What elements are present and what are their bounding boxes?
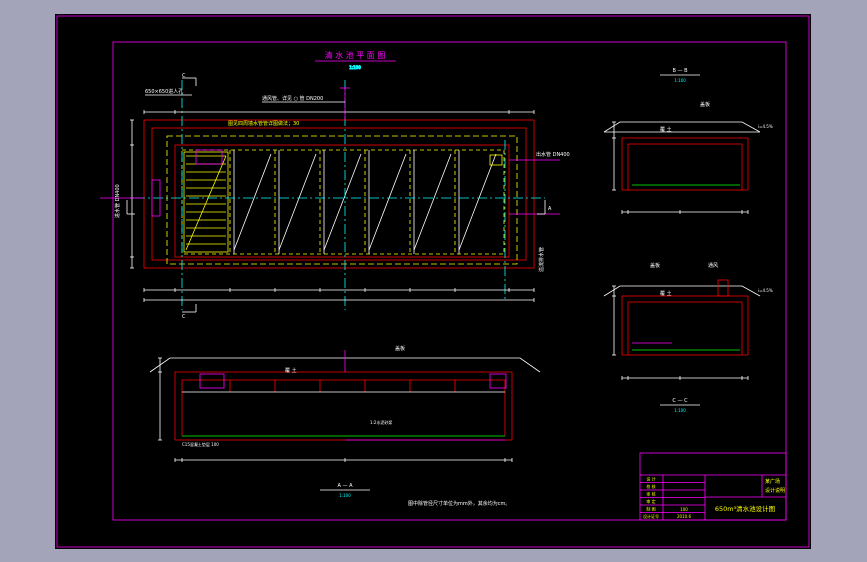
flow-diagonals — [233, 153, 497, 251]
section-c-walls — [621, 295, 749, 355]
tb-row-label-3: 审 定 — [646, 498, 655, 504]
hatch-panel — [183, 151, 229, 253]
diagonal-3 — [368, 153, 407, 251]
label-outlet: 出水管 DN400 — [536, 151, 570, 158]
diagonal-2 — [323, 153, 362, 251]
section-a-guide-walls — [182, 380, 505, 393]
title-block-drawing-name: 650m³清水池设计图 — [715, 504, 775, 513]
section-a-title: A — A — [337, 483, 353, 489]
section-c-cover: 盖板 — [650, 262, 660, 269]
section-c-pipe-label: 通风 — [708, 262, 718, 269]
svg-text:A: A — [548, 206, 552, 212]
plan-view: 清 水 池 平 面 图 1:100 — [100, 50, 570, 320]
plan-outlet-well — [489, 154, 503, 166]
guide-walls — [229, 150, 460, 254]
label-overflow: 溢流排水管 — [538, 247, 545, 272]
label-inlet-size: 650×650进人孔 — [145, 88, 183, 95]
section-a-mid: 1:2水泥砂浆 — [370, 419, 392, 425]
title-block-frame — [639, 452, 787, 521]
hatch-diagonal — [185, 155, 227, 251]
tb-row-label-0: 设 计 — [646, 476, 655, 482]
plan-left-box — [151, 179, 161, 217]
section-c-roof — [603, 285, 761, 297]
label-inlet: 进水管 DN400 — [114, 184, 121, 218]
section-c-slope: i=4.5% — [758, 288, 773, 293]
section-b-dims — [612, 121, 749, 214]
section-c-walls-inner — [627, 301, 743, 355]
inner-frame — [112, 41, 787, 521]
plan-dim-top — [143, 110, 535, 114]
section-c-view: 覆 土 盖板 通风 i=4.5% C — C 1:100 — [603, 262, 773, 413]
section-a-floor-label: C15混凝土垫层 100 — [182, 441, 219, 447]
plan-dashed-outer — [166, 135, 518, 265]
section-b-view: B — B 1:100 覆 土 盖板 i=4.5% — [603, 68, 773, 214]
label-vent-pipe: 通风管、详见 ○ 管 DN200 — [262, 95, 323, 102]
section-c-scale: 1:100 — [674, 408, 686, 413]
plan-inlet-hatch — [195, 149, 223, 165]
section-b-top: 覆 土 — [660, 126, 672, 133]
svg-text:C: C — [182, 314, 186, 320]
diagonal-5 — [458, 153, 497, 251]
section-a-outlet — [489, 373, 507, 389]
title-block-company-1: 某广场 — [765, 478, 780, 485]
diagonal-4 — [413, 153, 452, 251]
diagonal-0 — [233, 153, 272, 251]
section-b-cover: 盖板 — [700, 101, 710, 108]
section-a-cover: 盖板 — [395, 345, 405, 352]
title-block-company-2: 设计说明 — [765, 487, 785, 494]
section-c-title: C — C — [672, 398, 688, 404]
label-guide-wall-note: 图见四周墙水管管详图做法；30 — [228, 120, 299, 127]
section-a-hatch — [199, 373, 225, 389]
section-mark-a-left — [126, 200, 135, 215]
tb-row-label-4: 制 图 — [646, 506, 655, 512]
section-b-roof — [603, 121, 761, 133]
section-b-scale: 1:100 — [674, 78, 686, 83]
section-c-dims — [612, 285, 749, 380]
plan-title: 清 水 池 平 面 图 — [325, 50, 386, 60]
section-mark-c-bottom: C — [182, 304, 197, 320]
section-a-top: 覆 土 — [285, 367, 297, 374]
section-a-view: 覆 土 盖板 1:2水泥砂浆 C15混凝土垫层 100 A — A 1:100 … — [149, 345, 541, 507]
section-b-slope: i=4.5% — [758, 124, 773, 129]
section-a-walls-inner — [181, 379, 506, 436]
section-a-scale: 1:100 — [339, 493, 351, 498]
section-c-top: 覆 土 — [660, 290, 672, 297]
tb-row-label-2: 审 核 — [646, 491, 655, 497]
title-block-value-1: 100 — [680, 507, 688, 512]
left-hatch — [183, 151, 229, 253]
title-block-value-2: 2010.6 — [677, 514, 691, 519]
section-b-walls — [621, 137, 749, 190]
section-b-title: B — B — [672, 68, 688, 74]
section-a-dims — [158, 357, 513, 462]
section-a-note: 图中除管径尺寸单位为mm外，其余均为cm。 — [408, 500, 510, 507]
plan-scale: 1:100 — [349, 65, 361, 70]
section-mark-a-right: A — [537, 200, 552, 215]
plan-dim-bottom — [143, 288, 535, 302]
plan-chamber — [174, 144, 510, 258]
section-b-walls-inner — [627, 143, 743, 190]
plan-outer-wall — [143, 119, 535, 269]
section-a-walls — [174, 371, 513, 440]
svg-text:C: C — [182, 73, 186, 79]
section-mark-c-top: C — [182, 73, 197, 86]
tb-row-label-1: 校 核 — [646, 483, 655, 489]
outer-frame — [56, 15, 810, 548]
diagonal-1 — [278, 153, 317, 251]
tb-row-label-5: 设计证号 — [643, 513, 659, 519]
